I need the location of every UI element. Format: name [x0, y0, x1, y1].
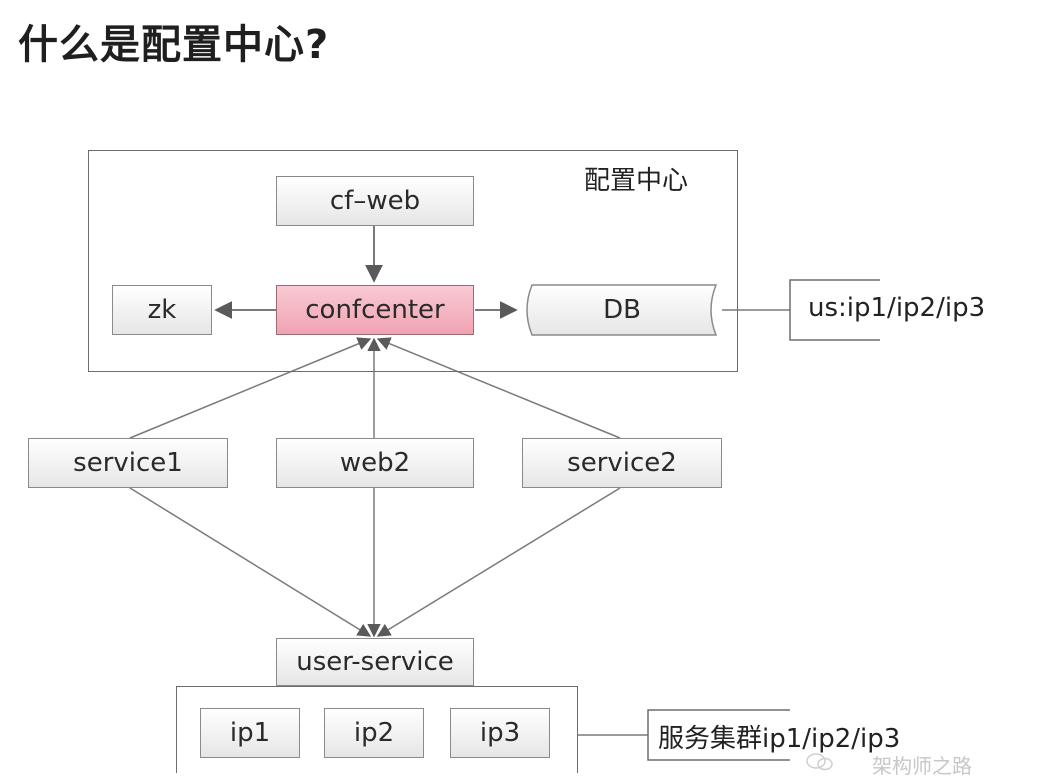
wechat-icon	[806, 753, 833, 771]
cluster-ips-label: 服务集群ip1/ip2/ip3	[658, 724, 901, 754]
db-node-shape	[526, 284, 718, 336]
db-node-label: DB	[603, 295, 641, 325]
ip2-node: ip2	[324, 708, 424, 758]
arrow-service1-userservice	[129, 487, 372, 637]
user-service-node: user-service	[276, 638, 474, 686]
zk-node: zk	[112, 285, 212, 335]
config-center-frame	[88, 150, 738, 372]
ip3-node: ip3	[450, 708, 550, 758]
service2-node: service2	[522, 438, 722, 488]
arrow-service1-confcenter	[129, 337, 372, 439]
cf-web-node: cf–web	[276, 176, 474, 226]
cluster-label-bracket	[647, 709, 790, 761]
ip1-node: ip1	[200, 708, 300, 758]
watermark-text: 架构师之路	[872, 754, 972, 778]
config-center-label: 配置中心	[584, 166, 689, 196]
us-label-bracket	[789, 279, 880, 341]
service1-node: service1	[28, 438, 228, 488]
page-title: 什么是配置中心?	[18, 22, 330, 68]
service-cluster-frame	[176, 686, 578, 773]
confcenter-node: confcenter	[276, 285, 474, 335]
us-ips-label: us:ip1/ip2/ip3	[808, 293, 986, 323]
web2-node: web2	[276, 438, 474, 488]
arrow-service2-userservice	[376, 487, 621, 637]
arrow-service2-confcenter	[376, 337, 621, 439]
